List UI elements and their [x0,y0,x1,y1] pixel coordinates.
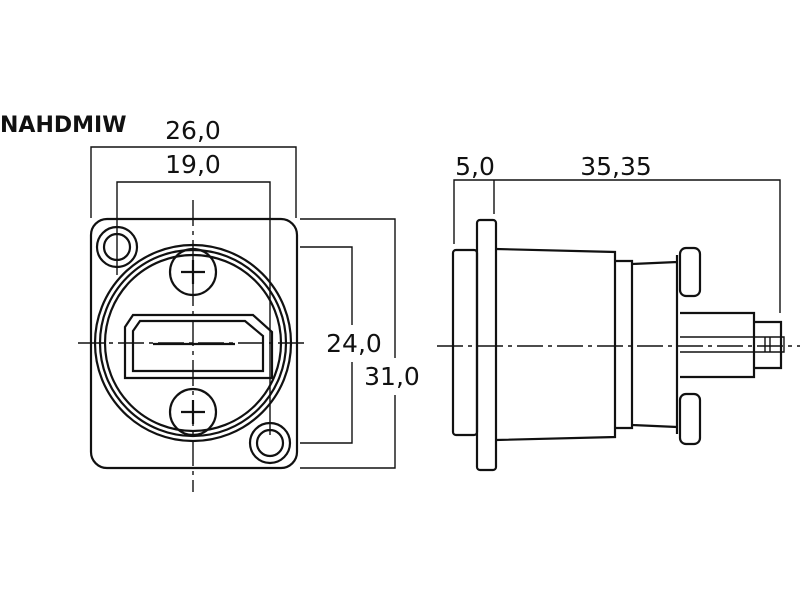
dim-line-depth [453,179,781,313]
rear-shaft [680,311,756,379]
center-lines [78,200,306,492]
body-step [615,259,634,430]
hdmi-socket [123,313,274,380]
front-view: 26,0 19,0 24,0 31,0 [78,116,420,492]
dim-height-outer: 31,0 [364,362,420,391]
rear-pin [680,336,785,353]
dim-width-outer: 26,0 [165,116,221,145]
rear-taper [631,255,679,434]
dim-line-31 [300,218,396,469]
dim-flange: 5,0 [455,152,495,181]
body [495,247,617,442]
rear-screw-bottom [678,392,702,446]
rear-tip [754,320,783,370]
model-title: NAHDMIW [0,113,126,138]
dim-height-holes: 24,0 [326,329,382,358]
flange [475,218,498,472]
dim-depth: 35,35 [580,152,652,181]
dim-width-holes: 19,0 [165,150,221,179]
rear-screw-top [678,246,702,298]
dim-line-26 [90,146,297,218]
side-view: 5,0 35,35 [437,152,800,472]
dim-line-19 [116,181,271,435]
dim-line-24 [300,246,353,444]
front-lip [451,248,479,437]
